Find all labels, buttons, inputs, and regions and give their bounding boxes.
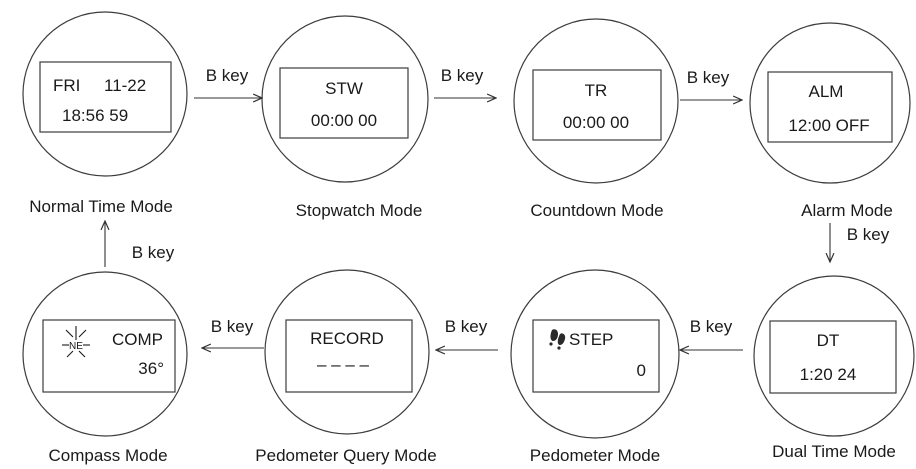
screen-value: – – – – [317, 355, 370, 374]
mode-label-pedometer-query: Pedometer Query Mode [255, 446, 436, 465]
mode-node-compass: NE COMP 36° [22, 271, 188, 437]
lcd-screen [285, 319, 413, 393]
screen-title: ALM [809, 82, 844, 101]
lcd-screen [532, 69, 662, 141]
transition-alarm-to-dual-time: B key [830, 223, 890, 262]
edge-label: B key [687, 68, 730, 87]
transition-query-to-compass: B key [202, 317, 264, 348]
mode-node-dual-time: DT 1:20 24 [753, 275, 915, 437]
screen-date: 11-22 [104, 76, 146, 95]
edge-label: B key [132, 243, 175, 262]
screen-title: DT [817, 331, 840, 350]
screen-value: 36° [138, 359, 164, 378]
screen-value: 0 [637, 361, 646, 380]
mode-node-normal-time: FRI 11-22 18:56 59 [22, 11, 188, 177]
transition-compass-to-normal: B key [105, 221, 175, 267]
lcd-screen [279, 67, 409, 139]
screen-value: 00:00 00 [563, 113, 629, 132]
edge-label: B key [206, 66, 249, 85]
mode-label-dual-time: Dual Time Mode [772, 442, 896, 461]
compass-rose-icon: NE [62, 326, 90, 358]
mode-node-pedometer: STEP 0 [510, 269, 680, 439]
edge-label: B key [211, 317, 254, 336]
mode-label-compass: Compass Mode [48, 446, 167, 465]
compass-direction: NE [69, 341, 83, 352]
screen-time: 18:56 59 [62, 106, 128, 125]
mode-node-countdown: TR 00:00 00 [513, 18, 679, 184]
lcd-screen [769, 320, 897, 394]
lcd-screen [532, 319, 660, 393]
mode-node-alarm: ALM 12:00 OFF [749, 22, 911, 184]
edge-label: B key [847, 225, 890, 244]
screen-value: 1:20 24 [800, 365, 857, 384]
lcd-screen [39, 61, 172, 133]
lcd-screen [42, 319, 176, 393]
mode-label-normal-time: Normal Time Mode [29, 197, 173, 216]
screen-title: COMP [112, 330, 163, 349]
transition-pedometer-to-query: B key [436, 317, 498, 350]
lcd-screen [767, 71, 893, 143]
mode-node-stopwatch: STW 00:00 00 [261, 15, 429, 183]
screen-day: FRI [53, 76, 80, 95]
transition-countdown-to-alarm: B key [680, 68, 742, 100]
edge-label: B key [441, 66, 484, 85]
mode-node-pedometer-query: RECORD – – – – [264, 269, 430, 435]
edge-label: B key [445, 317, 488, 336]
transition-dual-time-to-pedometer: B key [680, 317, 743, 350]
edge-label: B key [690, 317, 733, 336]
screen-value: 12:00 OFF [788, 116, 869, 135]
screen-title: STEP [569, 330, 613, 349]
screen-title: RECORD [310, 329, 384, 348]
screen-title: STW [325, 79, 363, 98]
mode-label-alarm: Alarm Mode [801, 201, 893, 220]
screen-title: TR [585, 81, 608, 100]
mode-label-countdown: Countdown Mode [530, 201, 663, 220]
transition-stopwatch-to-countdown: B key [434, 66, 496, 98]
mode-label-pedometer: Pedometer Mode [530, 446, 660, 465]
footprints-icon [549, 329, 566, 350]
screen-value: 00:00 00 [311, 111, 377, 130]
transition-normal-to-stopwatch: B key [194, 66, 262, 98]
mode-label-stopwatch: Stopwatch Mode [296, 201, 423, 220]
